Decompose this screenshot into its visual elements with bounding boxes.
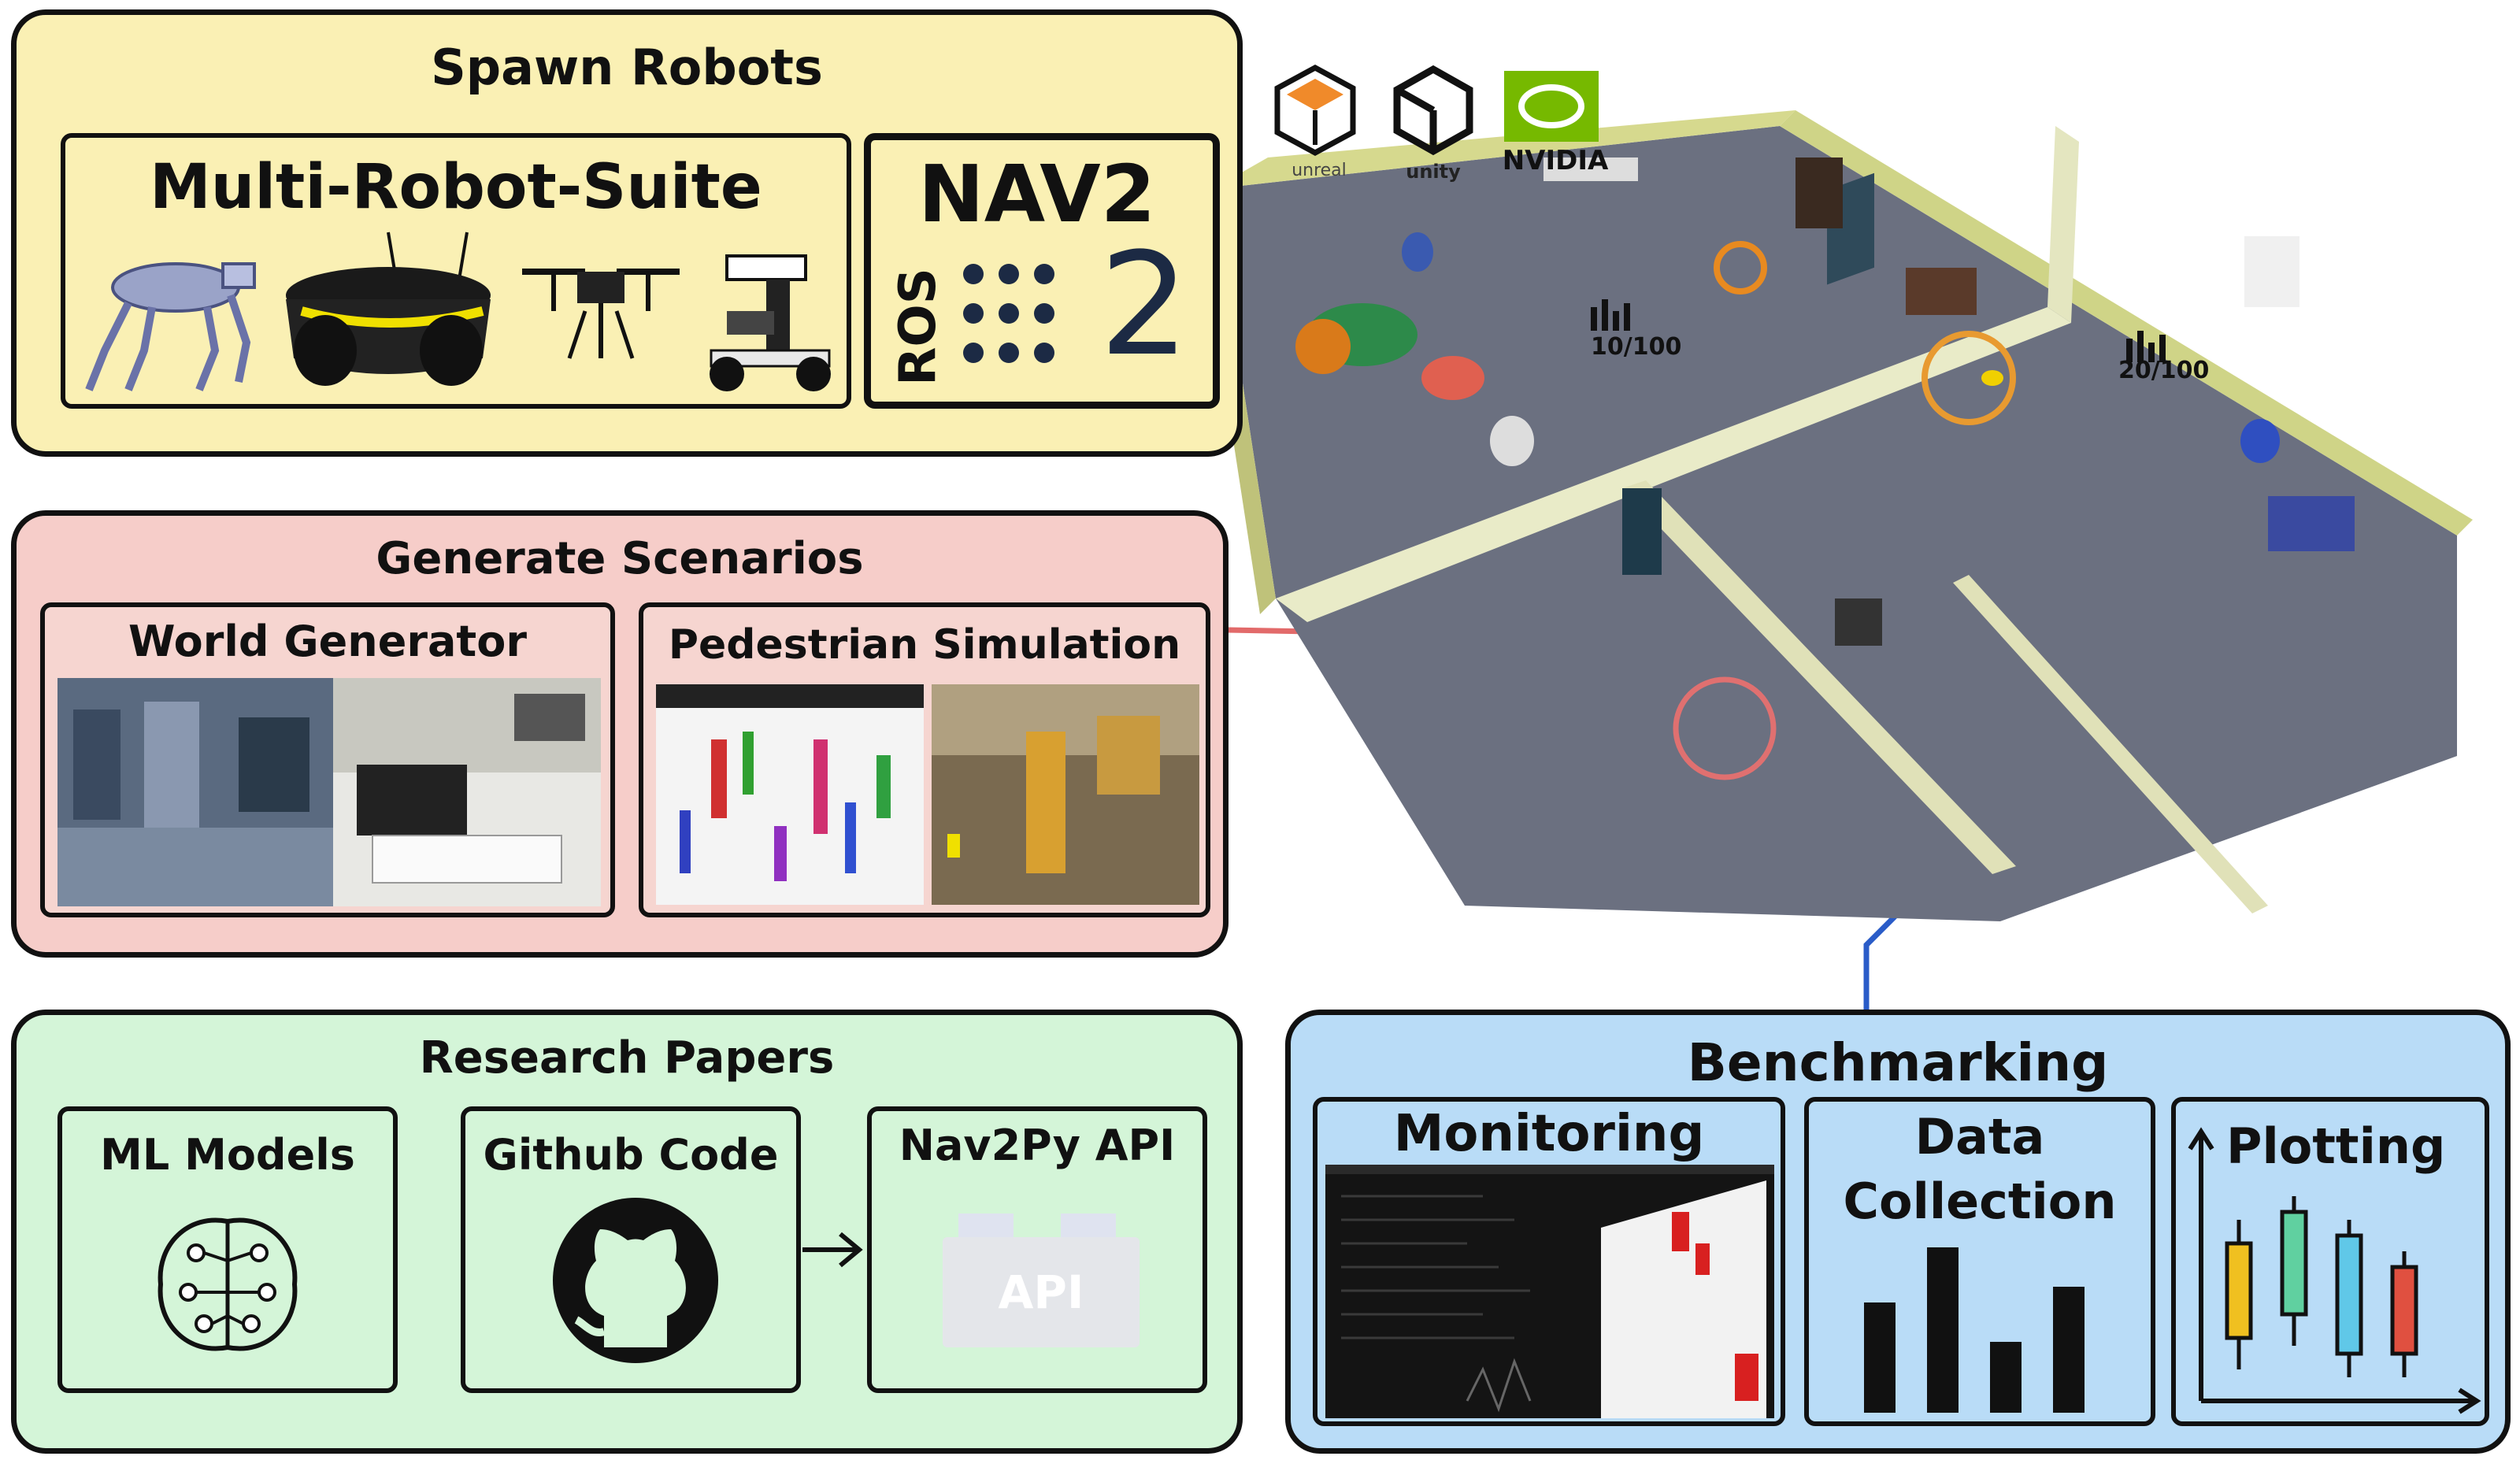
nav2py-api-label: Nav2Py API [899,1121,1176,1170]
counter-2-text: 20/100 [2118,357,2209,384]
pedestrian-simulation-box: Pedestrian Simulation [639,602,1210,917]
nvidia-logo-icon [1504,71,1599,142]
data-collection-label-1: Data [1914,1108,2045,1165]
arrow-right-icon [802,1232,863,1268]
api-folder-icon: API [943,1213,1140,1347]
unreal-logo-icon [1274,65,1356,156]
counter-2 [2126,331,2166,362]
benchmarking-title: Benchmarking [1687,1032,2109,1093]
nvidia-logo-text: NVIDIA [1502,145,1609,176]
goal-marker-orange [1714,241,1767,295]
goal-marker-yellow [1922,331,2016,425]
engine-logos: unreal unity NVIDIA [1268,63,1630,189]
drone-icon [522,269,680,359]
map-wall-left [1213,110,1796,189]
data-collection-box: Data Collection [1804,1097,2155,1426]
unity-logo-text: unity [1406,161,1461,183]
monitoring-screenshot [1325,1165,1774,1418]
github-icon [553,1198,718,1363]
ros-label: ROS [889,268,947,386]
nav2-label: NAV2 [918,148,1156,240]
api-folder-text: API [998,1265,1084,1319]
wheeled-robot-icon [286,232,491,386]
plotting-label: Plotting [2226,1117,2446,1175]
research-papers-panel: Research Papers ML Models Github Code [11,1010,1243,1454]
github-code-box: Github Code [461,1106,801,1393]
pedestrian-simulation-image [656,684,1199,905]
plotting-box: Plotting [2171,1097,2489,1426]
nav2py-api-box: Nav2Py API API [867,1106,1207,1393]
benchmarking-panel: Benchmarking Monitoring Data Collection [1285,1010,2511,1454]
multi-robot-suite-box: Multi-Robot-Suite [61,133,851,409]
world-generator-box: World Generator [40,602,615,917]
bar-chart-icon [1864,1247,2085,1413]
data-collection-label-2: Collection [1843,1173,2117,1230]
nav2-ros2-box: NAV2 ROS 2 [864,133,1220,409]
world-generator-label: World Generator [128,617,527,666]
unreal-logo-text: unreal [1292,161,1347,180]
spawn-robots-title: Spawn Robots [431,39,823,96]
monitoring-label: Monitoring [1393,1105,1705,1163]
ros-version: 2 [1099,223,1190,387]
unity-logo-icon [1393,65,1473,156]
counter-1-text: 10/100 [1591,333,1681,361]
simulation-map: 10/100 20/100 [1197,110,2473,921]
brain-network-icon [158,1217,298,1351]
candlestick-plot-icon [2188,1127,2481,1414]
spawn-robots-panel: Spawn Robots Multi-Robot-Suite [11,9,1243,457]
research-papers-title: Research Papers [419,1032,835,1084]
quadruped-robot-icon [85,262,256,391]
ros-dots-icon [963,264,1054,363]
multi-robot-suite-label: Multi-Robot-Suite [150,152,762,223]
goal-marker-red [1673,676,1777,780]
github-code-label: Github Code [483,1130,779,1180]
ml-models-box: ML Models [57,1106,398,1393]
monitoring-box: Monitoring [1313,1097,1785,1426]
ml-models-label: ML Models [100,1130,355,1180]
pedestrian-simulation-label: Pedestrian Simulation [668,621,1181,669]
world-generator-image [57,678,601,906]
generate-scenarios-panel: Generate Scenarios World Generator Pedes… [11,510,1228,958]
map-floor [1213,126,2457,921]
wheelchair-robot-icon [710,254,831,391]
counter-1 [1591,299,1630,331]
generate-scenarios-title: Generate Scenarios [376,533,864,584]
map-wall-inner-1 [1276,307,2071,622]
